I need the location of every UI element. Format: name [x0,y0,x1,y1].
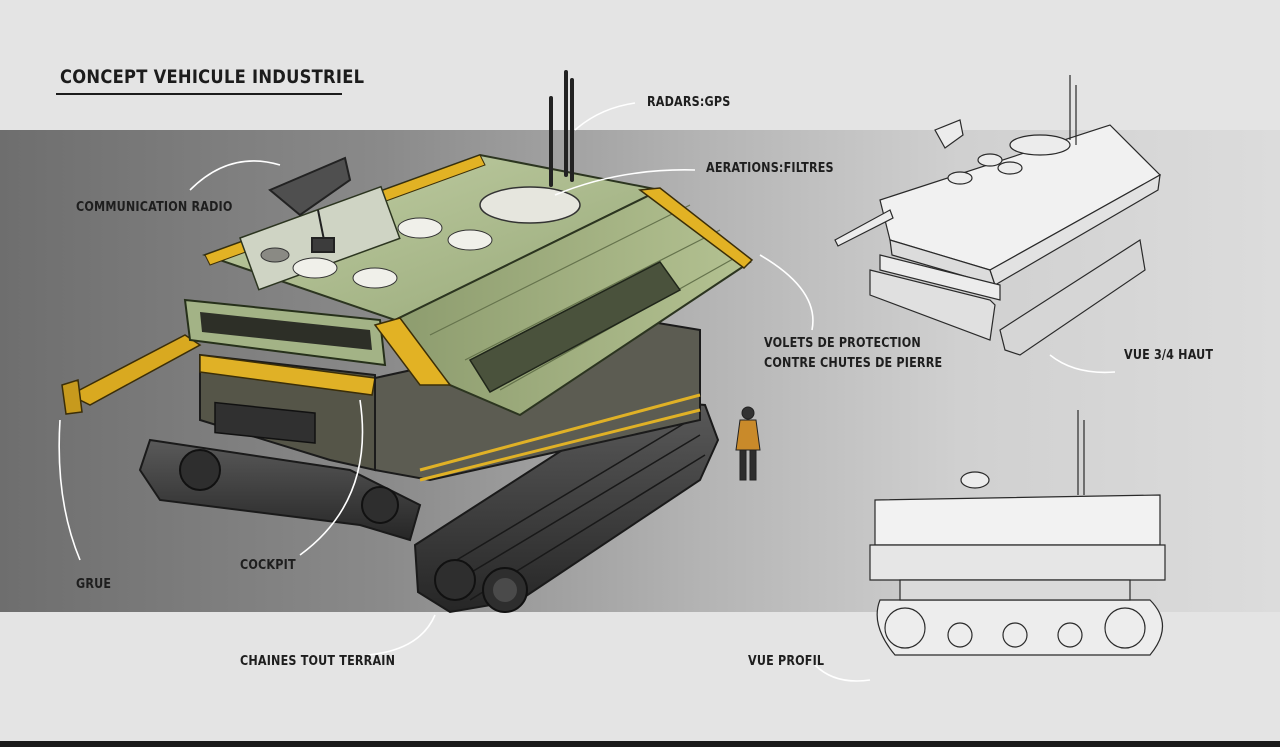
radio-dish [268,156,352,253]
bottom-bar [0,741,1280,747]
main-vehicle [61,70,761,614]
label-aerations: AERATIONS:FILTRES [706,161,834,176]
label-volets: VOLETS DE PROTECTION CONTRE CHUTES DE PI… [764,334,942,374]
label-communication: COMMUNICATION RADIO [76,200,233,215]
label-vue-profil: VUE PROFIL [748,654,825,669]
label-cockpit: COCKPIT [240,558,296,573]
label-vue-haut: VUE 3/4 HAUT [1124,348,1214,363]
top-view-sketch [834,75,1161,356]
label-chaines: CHAINES TOUT TERRAIN [240,654,396,669]
label-volets-line2: CONTRE CHUTES DE PIERRE [764,356,943,371]
label-volets-line1: VOLETS DE PROTECTION [764,336,921,351]
human-figure [735,406,761,481]
label-grue: GRUE [76,577,112,592]
title-underline [56,93,342,95]
crane-arm [68,334,202,406]
callout-lines [58,102,1116,682]
label-radars: RADARS:GPS [647,95,731,110]
page-title: CONCEPT VEHICULE INDUSTRIEL [60,66,365,88]
profile-view-sketch [869,410,1166,656]
